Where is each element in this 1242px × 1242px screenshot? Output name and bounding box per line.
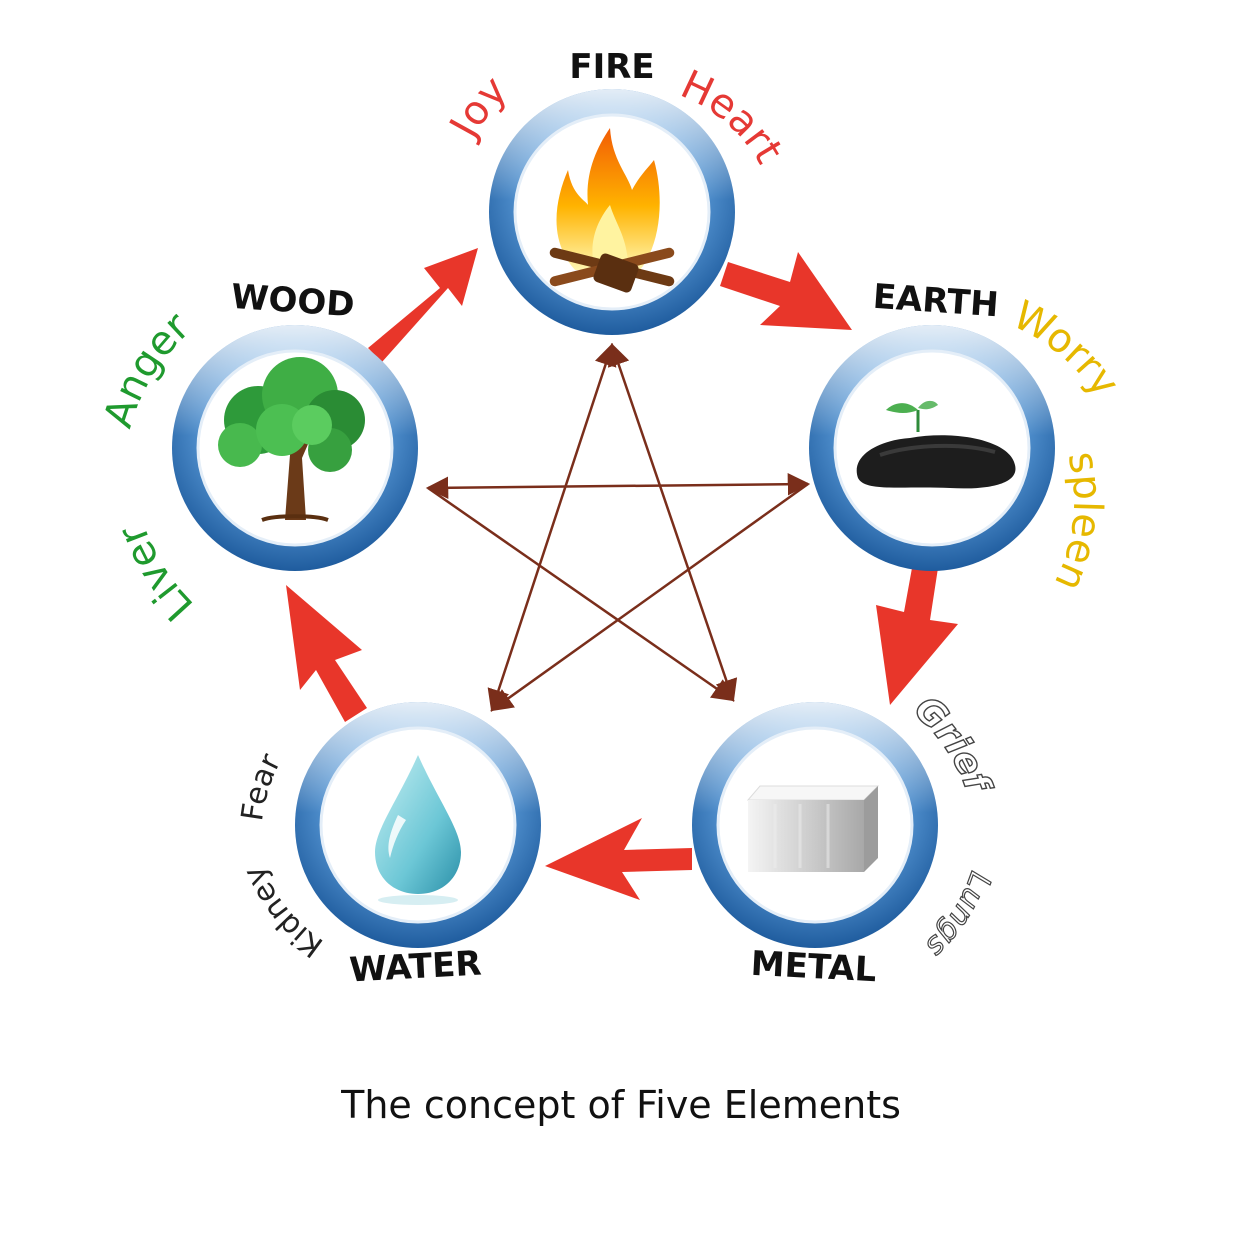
arrow-water-to-wood — [286, 585, 367, 722]
flame-icon — [549, 128, 675, 293]
wood-organ: Liver — [109, 519, 202, 630]
earth-organ: spleen — [1045, 447, 1110, 597]
water-emotion-path: Fear — [235, 748, 288, 823]
rock-sprout-icon — [856, 400, 1016, 489]
water-drop-icon — [375, 755, 461, 905]
diagram-caption: The concept of Five Elements — [341, 1083, 901, 1127]
star-line-wood-metal — [427, 486, 735, 702]
earth-organ-path: spleen — [1045, 447, 1110, 597]
fire-label: FIRE — [569, 47, 654, 87]
star-line-earth-water — [490, 482, 809, 712]
metal-organ-path: Lungs — [918, 867, 998, 965]
star-line-fire-water — [487, 342, 617, 713]
wood-label: WOOD — [230, 277, 356, 326]
earth-node — [809, 325, 1055, 571]
metal-block-icon — [746, 785, 880, 872]
metal-label: METAL — [750, 944, 878, 991]
controlling-star — [425, 342, 811, 713]
earth-label: EARTH — [872, 277, 1000, 326]
fire-emotion: Joy — [440, 67, 516, 147]
tree-icon — [218, 357, 365, 522]
metal-organ: Lungs — [919, 867, 998, 964]
water-label: WATER — [348, 944, 482, 991]
water-node — [295, 702, 541, 948]
star-line-fire-metal — [607, 342, 738, 703]
wood-node — [172, 325, 418, 571]
star-line-wood-earth — [425, 472, 811, 500]
arrow-metal-to-water — [545, 818, 692, 900]
generating-cycle — [286, 248, 958, 900]
metal-node — [692, 702, 938, 948]
arrow-earth-to-metal — [876, 568, 958, 705]
water-emotion: Fear — [235, 748, 288, 823]
wood-organ-path: Liver — [109, 519, 202, 630]
fire-emotion-path: Joy — [440, 67, 516, 147]
fire-node — [489, 89, 735, 335]
arrow-wood-to-fire — [368, 248, 478, 362]
arrow-fire-to-earth — [720, 252, 852, 330]
